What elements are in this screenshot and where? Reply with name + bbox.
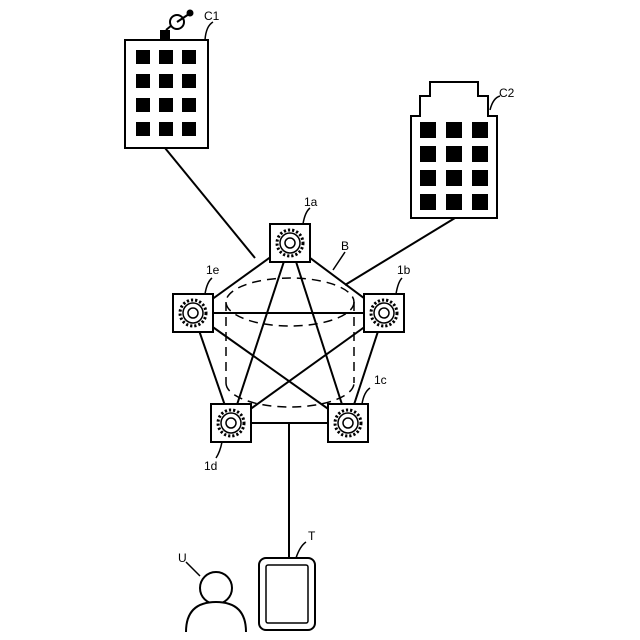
node-1b-label: 1b: [397, 263, 411, 277]
node-1b: [364, 278, 404, 332]
node-1a-label: 1a: [304, 195, 318, 209]
node-1d-label: 1d: [204, 459, 217, 473]
terminal-label: T: [308, 529, 316, 543]
link-c1-1e: [165, 148, 255, 258]
blockchain-cylinder: [226, 278, 354, 407]
terminal-device: [259, 542, 315, 630]
node-1e-label: 1e: [206, 263, 220, 277]
node-1c-label: 1c: [374, 373, 387, 387]
blockchain-label: B: [341, 239, 349, 253]
building-c1: [125, 10, 213, 149]
building-c1-label: C1: [204, 9, 220, 23]
user-label: U: [178, 551, 187, 565]
network-edges: [193, 243, 384, 423]
building-c2: [411, 82, 500, 218]
node-1d: [211, 404, 251, 458]
node-1e: [173, 278, 213, 332]
blockchain-leader: [333, 252, 345, 270]
user-icon: [186, 562, 246, 632]
building-c2-label: C2: [499, 86, 515, 100]
node-1c: [328, 388, 370, 442]
node-1a: [270, 208, 310, 262]
